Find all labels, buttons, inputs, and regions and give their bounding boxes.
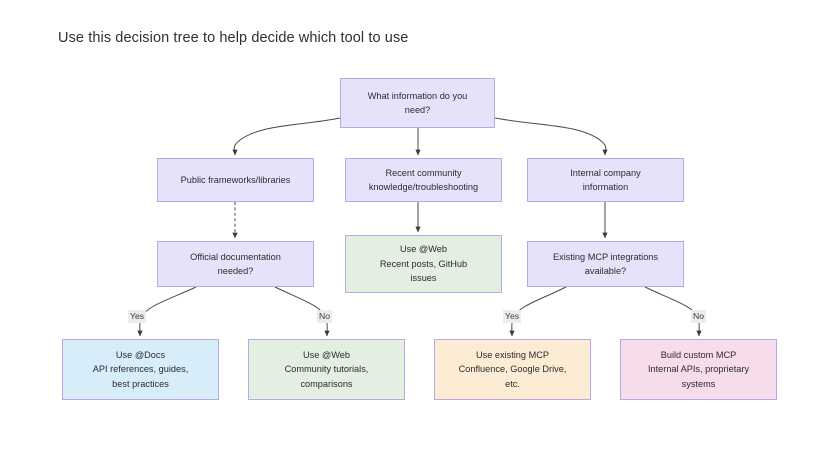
node-line: needed? bbox=[217, 266, 254, 276]
node-line: Recent posts, GitHub bbox=[379, 258, 468, 269]
edge-label-yes-mcp: Yes bbox=[503, 310, 522, 323]
node-root-question[interactable]: What information do you need? bbox=[340, 78, 495, 128]
node-line: Community tutorials, bbox=[284, 364, 369, 375]
node-build-custom-mcp[interactable]: Build custom MCP Internal APIs, propriet… bbox=[620, 339, 777, 400]
node-line: available? bbox=[584, 266, 627, 276]
node-line: comparisons bbox=[300, 378, 353, 389]
node-line: need? bbox=[404, 105, 431, 115]
node-line: Use @Docs bbox=[115, 349, 166, 360]
node-line: Use @Web bbox=[400, 244, 447, 255]
node-line: Public frameworks/libraries bbox=[180, 174, 291, 185]
page-title: Use this decision tree to help decide wh… bbox=[58, 30, 409, 46]
node-use-web-community[interactable]: Use @Web Community tutorials, comparison… bbox=[248, 339, 405, 400]
node-line: issues bbox=[410, 273, 437, 284]
node-use-docs[interactable]: Use @Docs API references, guides, best p… bbox=[62, 339, 219, 400]
node-line: knowledge/troubleshooting bbox=[368, 182, 479, 192]
node-existing-mcp-question[interactable]: Existing MCP integrations available? bbox=[527, 241, 684, 287]
node-use-existing-mcp[interactable]: Use existing MCP Confluence, Google Driv… bbox=[434, 339, 591, 400]
node-line: What information do you bbox=[367, 90, 468, 101]
edge-official-docs-to-use-docs bbox=[137, 286, 197, 337]
node-line: systems bbox=[681, 378, 716, 389]
edge-label-no-web: No bbox=[317, 310, 332, 323]
edge-label-yes-docs: Yes bbox=[128, 310, 147, 323]
node-line: Use existing MCP bbox=[475, 349, 549, 360]
node-official-docs-question[interactable]: Official documentation needed? bbox=[157, 241, 314, 287]
edge-label-no-custom: No bbox=[691, 310, 706, 323]
node-line: Existing MCP integrations bbox=[552, 251, 659, 262]
node-use-web-recent[interactable]: Use @Web Recent posts, GitHub issues bbox=[345, 235, 502, 293]
edge-root-to-internal-company bbox=[494, 117, 608, 156]
node-line: etc. bbox=[505, 378, 520, 389]
edge-root-to-public-frameworks bbox=[232, 117, 341, 156]
node-line: Confluence, Google Drive, bbox=[458, 364, 567, 375]
node-line: best practices bbox=[112, 378, 169, 389]
node-public-frameworks[interactable]: Public frameworks/libraries bbox=[157, 158, 314, 202]
node-line: API references, guides, bbox=[92, 364, 189, 375]
node-line: information bbox=[582, 182, 629, 192]
node-line: Official documentation bbox=[190, 251, 281, 262]
node-line: Recent community bbox=[385, 167, 462, 178]
node-line: Internal company bbox=[570, 167, 641, 178]
node-line: Internal APIs, proprietary bbox=[647, 364, 750, 375]
node-line: Build custom MCP bbox=[660, 349, 737, 360]
node-line: Use @Web bbox=[303, 349, 350, 360]
node-recent-community[interactable]: Recent community knowledge/troubleshooti… bbox=[345, 158, 502, 202]
node-internal-company[interactable]: Internal company information bbox=[527, 158, 684, 202]
